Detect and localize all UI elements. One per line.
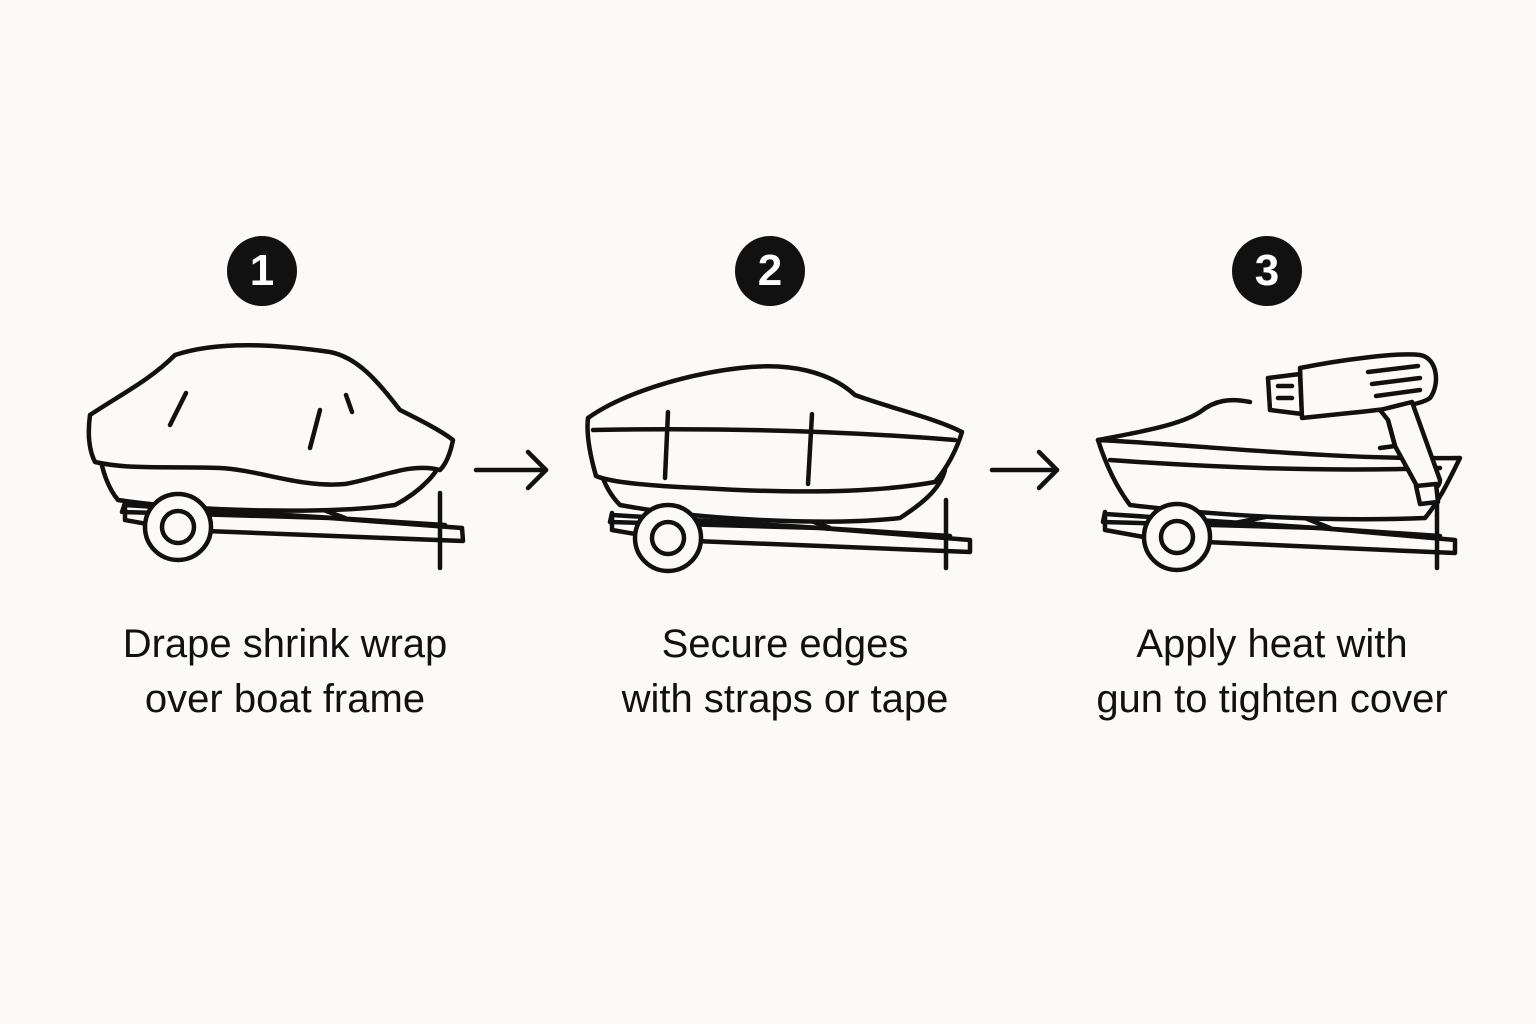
step-1-caption-line-2: over boat frame [144,677,426,721]
right-arrow-icon [473,449,549,491]
step-1-caption-line-1: Drape shrink wrap [122,622,448,666]
right-arrow-icon [989,449,1060,491]
boat-with-straps-icon [585,364,973,574]
step-2-badge: 2 [735,236,805,306]
boat-with-draped-wrap-icon [86,342,466,571]
step-2-caption: Secure edges with straps or tape [565,617,1005,727]
step-3-number: 3 [1254,246,1280,295]
step-3-caption-line-1: Apply heat with [1136,622,1408,666]
step-2-number: 2 [757,246,783,295]
step-3-caption: Apply heat with gun to tighten cover [1052,617,1492,727]
step-3-caption-line-2: gun to tighten cover [1096,677,1448,721]
step-1-number: 1 [249,246,275,295]
step-2-caption-line-2: with straps or tape [621,677,949,721]
boat-with-heat-gun-icon [1095,352,1463,573]
heat-gun-icon [1265,352,1443,507]
step-2-caption-line-1: Secure edges [661,622,909,666]
step-3-badge: 3 [1232,236,1302,306]
step-1-caption: Drape shrink wrap over boat frame [65,617,505,727]
step-1-badge: 1 [227,236,297,306]
